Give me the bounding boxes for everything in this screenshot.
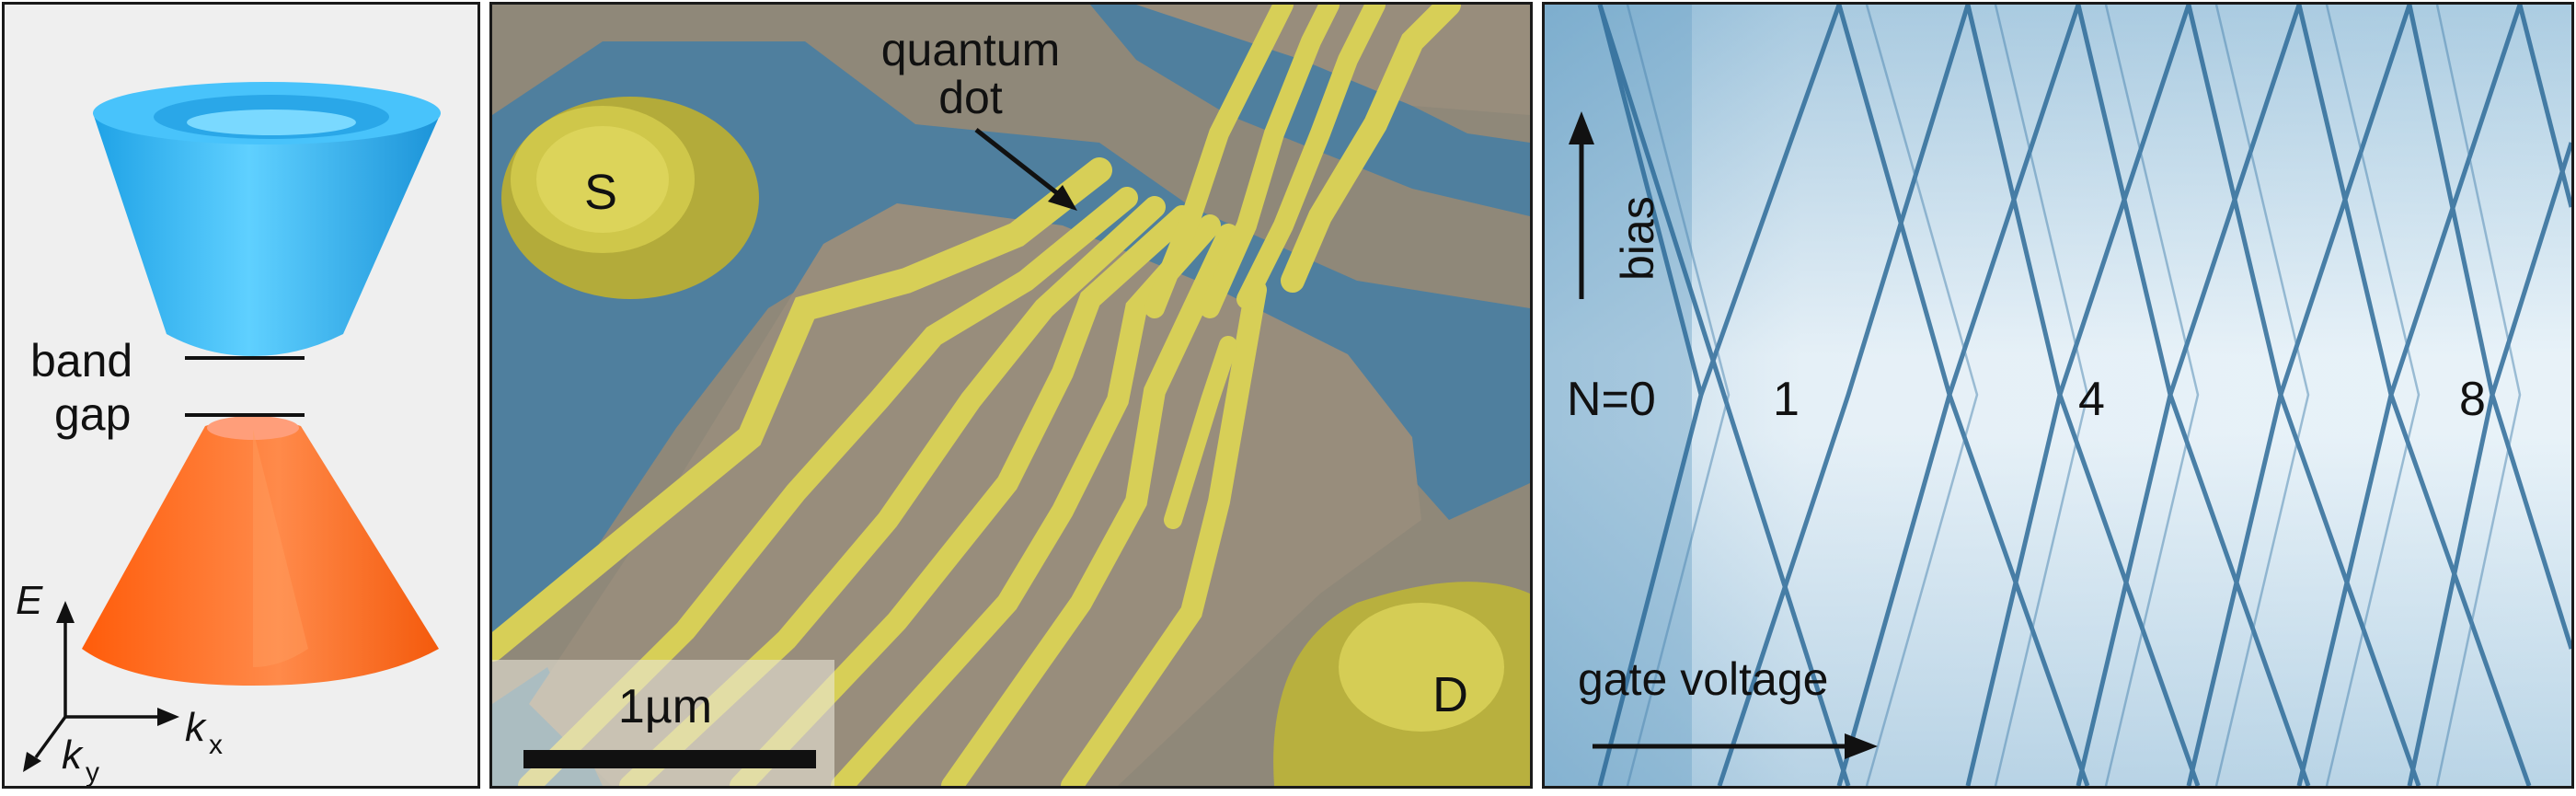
energy-axis-label: E <box>16 578 43 623</box>
bias-axis-label: bias <box>1612 196 1663 281</box>
conduction-band-cone <box>93 82 441 356</box>
kx-axis-subscript: x <box>209 730 223 760</box>
scale-bar <box>492 660 834 786</box>
electron-number-label-0: N=0 <box>1567 373 1656 426</box>
scale-bar-label: 1µm <box>618 680 712 733</box>
coulomb-diamond-lines <box>1597 5 2571 786</box>
band-structure-diagram: band gap E k x k y <box>16 82 441 786</box>
valence-band-cone <box>82 416 439 686</box>
gate-voltage-axis-label: gate voltage <box>1578 653 1828 705</box>
device-sem-image: S D quantum dot 1µm <box>492 5 1530 786</box>
band-gap-label-gap: gap <box>54 388 131 440</box>
device-sem-panel: S D quantum dot 1µm <box>489 2 1533 789</box>
band-gap-label-band: band <box>30 335 132 386</box>
ky-axis-label: k <box>62 733 84 778</box>
quantum-dot-pointer-arrow <box>974 128 1077 211</box>
coulomb-diamond-lines-faint <box>1626 5 2522 786</box>
ky-axis-subscript: y <box>86 757 99 786</box>
drain-label: D <box>1432 667 1468 722</box>
kx-axis-label: k <box>185 705 207 750</box>
electron-number-label-8: 8 <box>2459 373 2486 426</box>
band-structure-panel: band gap E k x k y <box>2 2 480 789</box>
electron-number-label-1: 1 <box>1773 373 1800 426</box>
drain-contact-pad <box>1273 582 1530 786</box>
bias-axis-arrow <box>1569 111 1594 299</box>
electron-number-label-4: 4 <box>2078 373 2105 426</box>
source-label: S <box>584 165 617 220</box>
gate-voltage-axis-arrow <box>1593 733 1878 759</box>
gate-electrodes <box>492 5 1461 786</box>
momentum-energy-axes <box>23 601 179 772</box>
coulomb-diamond-panel: bias gate voltage N=0 1 4 8 <box>1542 2 2574 789</box>
quantum-dot-label-line2: dot <box>938 72 1003 123</box>
coulomb-diamond-plot: bias gate voltage N=0 1 4 8 <box>1545 5 2571 786</box>
source-contact-pad <box>501 97 759 299</box>
quantum-dot-label-line1: quantum <box>881 24 1061 75</box>
